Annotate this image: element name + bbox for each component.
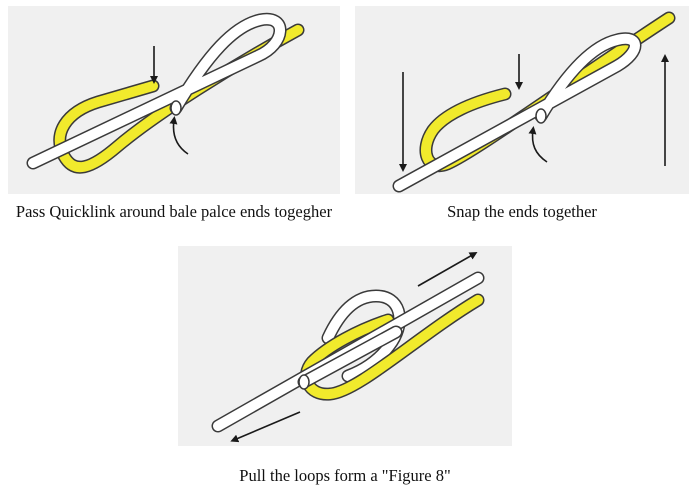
arrow-icon bbox=[417, 252, 478, 287]
step-3-caption: Pull the loops form a "Figure 8" bbox=[239, 466, 451, 485]
step-3-illustration bbox=[178, 246, 512, 446]
white-wire-end bbox=[297, 325, 403, 390]
yellow-wire bbox=[300, 293, 485, 401]
step-1-illustration bbox=[8, 6, 340, 194]
white-wire bbox=[392, 32, 642, 193]
arrow-icon bbox=[528, 126, 548, 163]
step-2-diagram bbox=[392, 11, 676, 193]
step-2-illustration bbox=[355, 6, 689, 194]
step-2-caption: Snap the ends together bbox=[447, 202, 597, 221]
step-3-diagram bbox=[211, 252, 485, 443]
arrow-icon bbox=[230, 411, 301, 443]
arrow-icon bbox=[169, 116, 189, 155]
white-wire-loop bbox=[321, 289, 406, 383]
white-wire bbox=[26, 12, 287, 170]
step-1-caption: Pass Quicklink around bale palce ends to… bbox=[15, 202, 333, 221]
step-1-diagram bbox=[26, 12, 305, 174]
